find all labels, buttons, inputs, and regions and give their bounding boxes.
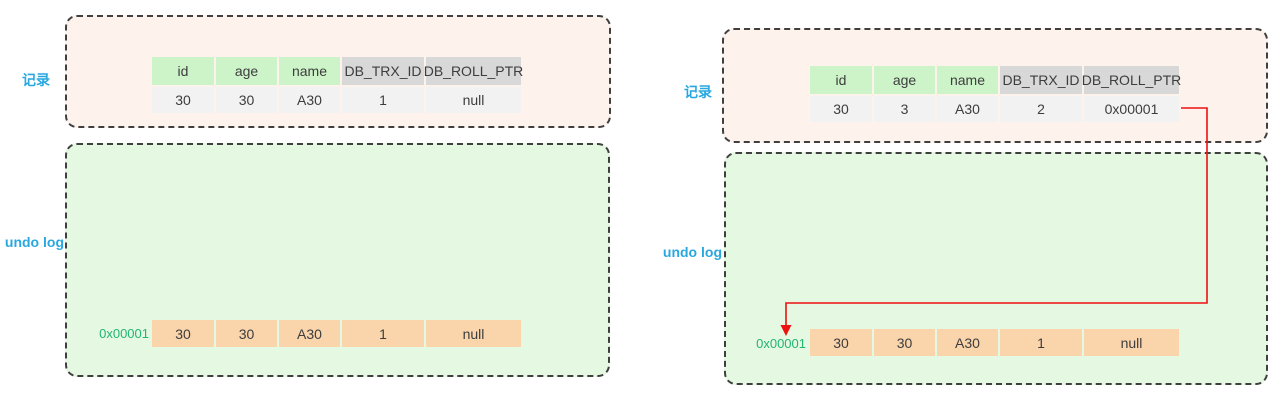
data-cell: 30	[810, 96, 872, 122]
undo-cell: 30	[810, 329, 872, 356]
data-cell: A30	[937, 96, 998, 122]
undo-log-label-left: undo log	[4, 234, 64, 250]
undo-cell: A30	[279, 320, 340, 347]
record-label-left: 记录	[22, 72, 50, 88]
data-cell: A30	[279, 87, 340, 113]
data-cell: 30	[216, 87, 277, 113]
undo-log-label-right: undo log	[662, 244, 722, 260]
undo-cell: 30	[152, 320, 214, 347]
header-cell: age	[216, 57, 277, 85]
data-cell: 2	[1000, 96, 1082, 122]
header-cell: DB_ROLL_PTR	[1082, 66, 1181, 94]
header-cell: DB_TRX_ID	[1000, 66, 1082, 94]
data-cell: null	[426, 87, 521, 113]
undo-record-address-left: 0x00001	[99, 326, 149, 341]
undo-cell: null	[1084, 329, 1179, 356]
header-cell: name	[937, 66, 998, 94]
header-cell: name	[279, 57, 340, 85]
record-table-left: id age name DB_TRX_ID DB_ROLL_PTR 30 30 …	[152, 57, 523, 113]
undo-cell: 30	[216, 320, 277, 347]
data-cell: 0x00001	[1084, 96, 1179, 122]
header-cell: id	[152, 57, 214, 85]
undo-cell: 30	[874, 329, 935, 356]
undo-log-row-right: 30 30 A30 1 null	[810, 329, 1179, 356]
undo-record-address-right: 0x00001	[756, 336, 806, 351]
record-label-right: 记录	[684, 84, 712, 100]
header-cell: age	[874, 66, 935, 94]
data-cell: 3	[874, 96, 935, 122]
data-cell: 1	[342, 87, 424, 113]
undo-cell: null	[426, 320, 521, 347]
undo-cell: 1	[1000, 329, 1082, 356]
undo-cell: A30	[937, 329, 998, 356]
undo-log-row-left: 30 30 A30 1 null	[152, 320, 521, 347]
record-table-right: id age name DB_TRX_ID DB_ROLL_PTR 30 3 A…	[810, 66, 1181, 122]
header-cell: DB_ROLL_PTR	[424, 57, 523, 85]
header-cell: DB_TRX_ID	[342, 57, 424, 85]
header-cell: id	[810, 66, 872, 94]
undo-cell: 1	[342, 320, 424, 347]
data-cell: 30	[152, 87, 214, 113]
